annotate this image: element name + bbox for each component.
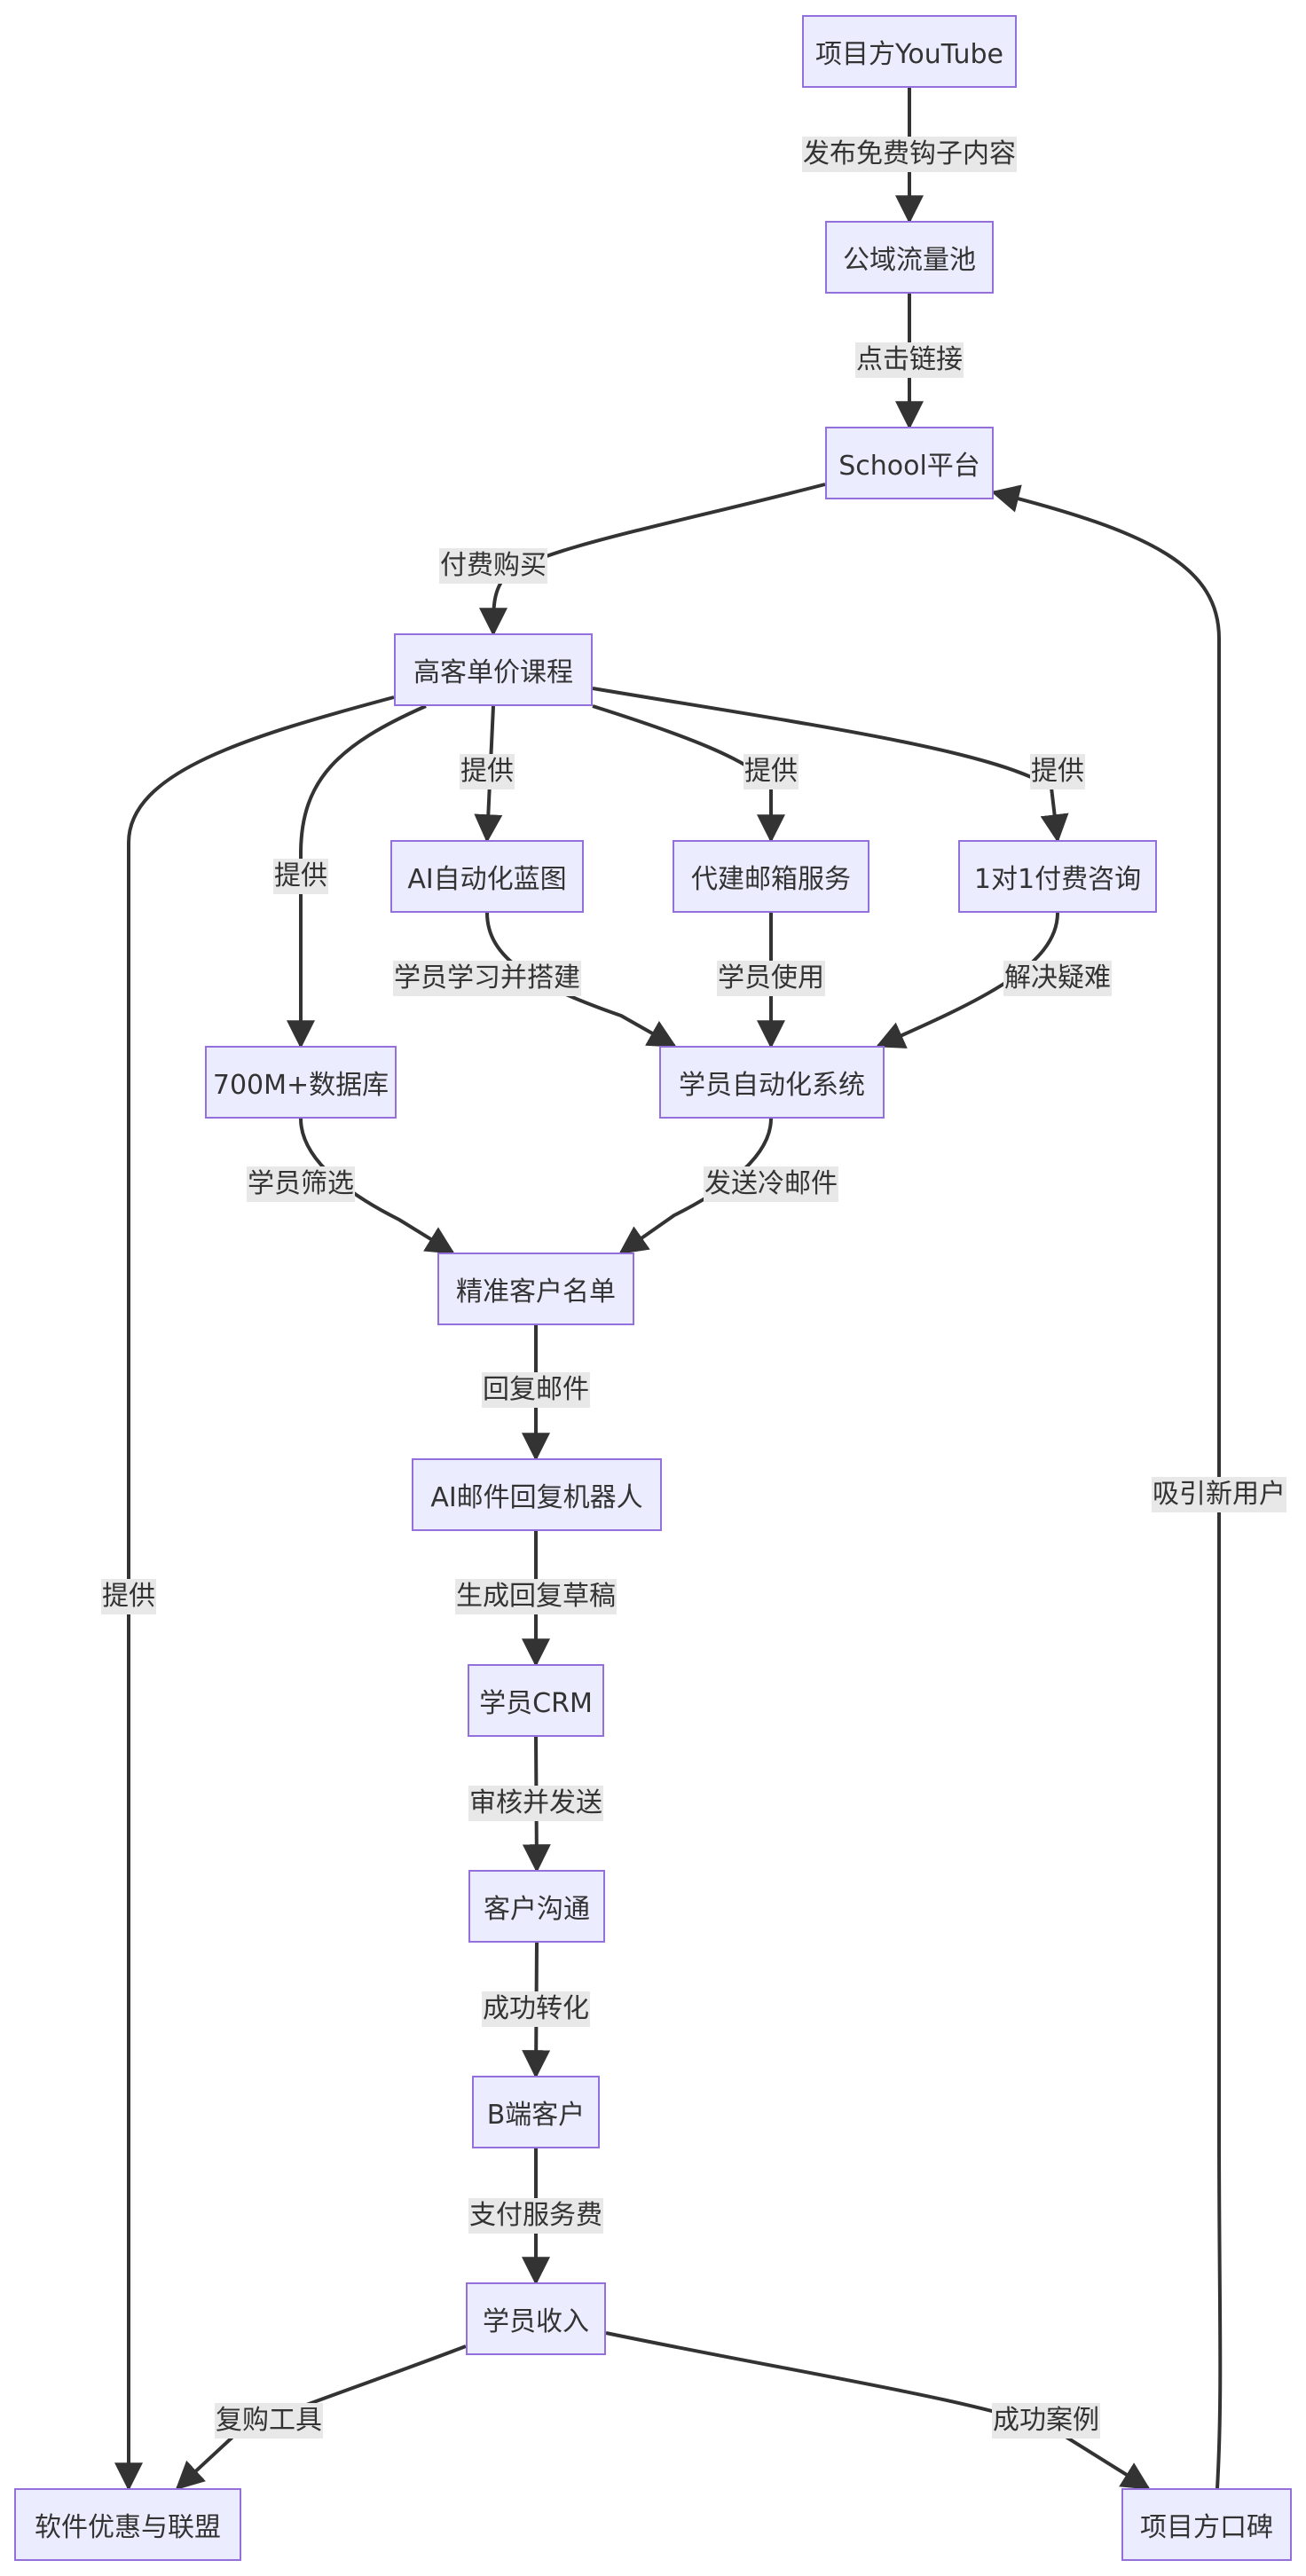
edge-label-leads-to-bot: 回复邮件 bbox=[482, 1372, 590, 1408]
edge-label-reputation-to-school: 吸引新用户 bbox=[1152, 1477, 1286, 1512]
edge-label-bot-to-crm: 生成回复草稿 bbox=[455, 1579, 617, 1614]
edge-label-income-to-software: 复购工具 bbox=[215, 2403, 323, 2439]
edge-label-database-to-leads: 学员筛选 bbox=[247, 1166, 355, 1202]
edge-label-youtube-to-traffic: 发布免费钩子内容 bbox=[802, 137, 1017, 172]
node-consult: 1对1付费咨询 bbox=[958, 840, 1157, 913]
edge-label-crm-to-comm: 审核并发送 bbox=[468, 1786, 603, 1821]
node-reputation: 项目方口碑 bbox=[1121, 2488, 1292, 2561]
node-software: 软件优惠与联盟 bbox=[14, 2488, 241, 2561]
node-income: 学员收入 bbox=[466, 2282, 606, 2355]
edge-label-course-to-consult: 提供 bbox=[1030, 754, 1085, 789]
edge-label-consult-to-system: 解决疑难 bbox=[1003, 961, 1112, 996]
node-mailbox: 代建邮箱服务 bbox=[673, 840, 869, 913]
node-school: School平台 bbox=[825, 427, 994, 499]
node-comm: 客户沟通 bbox=[468, 1870, 605, 1943]
edge-label-comm-to-bclient: 成功转化 bbox=[482, 1991, 590, 2027]
edge-label-bclient-to-income: 支付服务费 bbox=[468, 2198, 603, 2234]
edge-label-course-to-software: 提供 bbox=[101, 1579, 156, 1614]
edge-label-mailbox-to-system: 学员使用 bbox=[717, 961, 825, 996]
node-blueprint: AI自动化蓝图 bbox=[390, 840, 584, 913]
edge-reputation-to-school bbox=[990, 484, 1223, 2489]
node-database: 700M+数据库 bbox=[205, 1046, 397, 1119]
edge-label-course-to-mailbox: 提供 bbox=[743, 754, 799, 789]
node-leads: 精准客户名单 bbox=[437, 1253, 634, 1325]
node-bclient: B端客户 bbox=[472, 2076, 600, 2148]
node-bot: AI邮件回复机器人 bbox=[412, 1458, 662, 1531]
edge-label-school-to-course: 付费购买 bbox=[439, 548, 547, 584]
edge-course-to-database bbox=[287, 704, 427, 1049]
edge-label-blueprint-to-system: 学员学习并搭建 bbox=[393, 961, 581, 996]
edge-course-to-consult bbox=[592, 687, 1069, 844]
node-course: 高客单价课程 bbox=[394, 633, 593, 706]
edge-label-course-to-database: 提供 bbox=[273, 859, 328, 894]
node-system: 学员自动化系统 bbox=[659, 1046, 885, 1119]
edge-label-traffic-to-school: 点击链接 bbox=[855, 342, 964, 378]
edge-label-course-to-blueprint: 提供 bbox=[460, 754, 515, 789]
node-crm: 学员CRM bbox=[468, 1664, 604, 1737]
edge-course-to-software bbox=[114, 695, 395, 2492]
edge-label-system-to-leads: 发送冷邮件 bbox=[704, 1166, 838, 1202]
node-youtube: 项目方YouTube bbox=[802, 15, 1017, 88]
edge-label-income-to-reputation: 成功案例 bbox=[992, 2403, 1100, 2439]
node-traffic: 公域流量池 bbox=[825, 221, 994, 294]
